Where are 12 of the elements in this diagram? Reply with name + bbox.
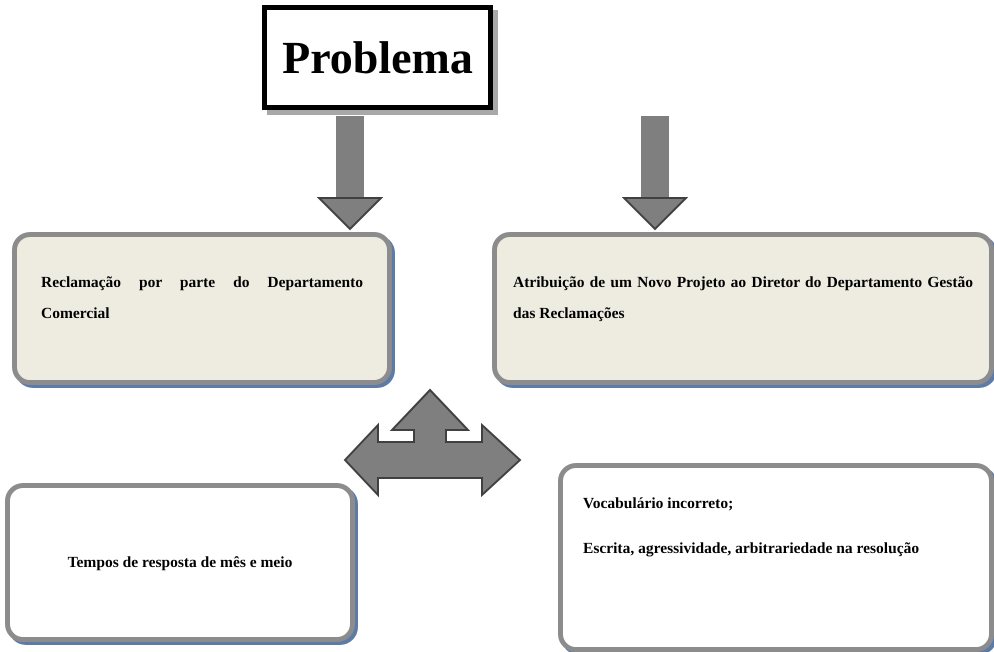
- box-text: Reclamação por parte do Departamento Comercial: [41, 273, 363, 324]
- rounded-box: [492, 232, 994, 385]
- rounded-box: [558, 463, 994, 652]
- box-text: Vocabulário incorreto;: [583, 494, 734, 514]
- rounded-box: [12, 232, 392, 385]
- box-text: Atribuição de um Novo Projeto ao Diretor do Departamento Gestão das Reclamações: [513, 273, 973, 324]
- title-text: Problema: [282, 31, 473, 84]
- block-arrow: [623, 116, 687, 230]
- box-text: Escrita, agressividade, arbitrariedade na resolução: [583, 539, 920, 559]
- block-arrow: [318, 116, 382, 230]
- rounded-box: [5, 483, 355, 642]
- box-text: Tempos de resposta de mês e meio: [66, 553, 294, 573]
